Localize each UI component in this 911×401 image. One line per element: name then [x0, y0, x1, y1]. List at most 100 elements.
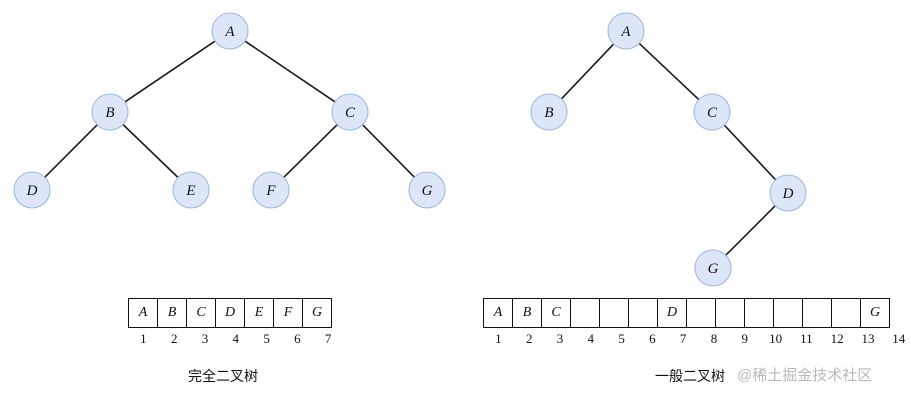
node-circle-right-a	[607, 12, 645, 50]
tree-node-left-d[interactable]: D	[13, 171, 51, 209]
node-circle-left-a	[211, 12, 249, 50]
tree-edge-left-b-e	[122, 123, 179, 179]
array-index-right-3: 3	[556, 331, 564, 346]
array-index-right-9: 9	[741, 331, 749, 346]
tree-edge-left-b-d	[44, 124, 98, 178]
tree-edge-left-a-b	[124, 40, 216, 103]
array-cell-right-12[interactable]	[802, 298, 832, 328]
node-label-left-d: D	[26, 183, 38, 199]
array-cell-right-1[interactable]: A	[483, 298, 513, 328]
node-label-right-a: A	[620, 24, 631, 40]
tree-node-left-a[interactable]: A	[211, 12, 249, 50]
array-cell-right-11[interactable]	[773, 298, 803, 328]
array-cell-right-2[interactable]: B	[512, 298, 542, 328]
right-diagram-caption: 一般二叉树	[655, 368, 725, 384]
tree-edge-left-c-f	[283, 124, 338, 178]
tree-node-right-d[interactable]: D	[769, 174, 807, 212]
tree-edge-right-d-g	[725, 205, 776, 256]
node-circle-left-g	[408, 171, 446, 209]
array-index-left-6: 6	[294, 331, 301, 346]
array-index-right-7: 7	[679, 331, 687, 346]
tree-node-left-c[interactable]: C	[331, 93, 369, 131]
node-label-right-b: B	[544, 105, 553, 121]
array-cell-right-9[interactable]	[715, 298, 745, 328]
array-index-left-1: 1	[140, 331, 147, 346]
watermark-text: @稀土掘金技术社区	[737, 367, 873, 384]
array-cell-left-2[interactable]: B	[157, 298, 187, 328]
array-index-right-12: 12	[830, 331, 844, 346]
array-index-right-14: 14	[892, 331, 906, 346]
tree-node-right-c[interactable]: C	[693, 93, 731, 131]
node-label-left-c: C	[345, 105, 356, 121]
array-cell-right-13[interactable]	[831, 298, 861, 328]
tree-node-left-g[interactable]: G	[408, 171, 446, 209]
tree-node-left-b[interactable]: B	[91, 93, 129, 131]
node-circle-right-g	[694, 249, 732, 287]
node-circle-left-d	[13, 171, 51, 209]
left-diagram-caption: 完全二叉树	[188, 368, 258, 384]
array-cell-right-10[interactable]	[744, 298, 774, 328]
array-cell-left-4[interactable]: D	[215, 298, 245, 328]
array-cell-left-6[interactable]: F	[273, 298, 303, 328]
node-circle-left-b	[91, 93, 129, 131]
node-label-left-b: B	[105, 105, 114, 121]
array-index-right-6: 6	[649, 331, 656, 346]
array-index-right-4: 4	[587, 331, 595, 346]
node-circle-right-d	[769, 174, 807, 212]
array-cell-left-5[interactable]: E	[244, 298, 274, 328]
node-label-left-e: E	[185, 183, 195, 199]
tree-edge-right-a-b	[560, 43, 615, 100]
tree-node-right-b[interactable]: B	[530, 93, 568, 131]
array-cell-left-1[interactable]: A	[128, 298, 158, 328]
node-circle-right-c	[693, 93, 731, 131]
array-index-right-5: 5	[618, 331, 625, 346]
node-circle-left-f	[252, 171, 290, 209]
left-tree-nodes: A B C D E F G	[13, 12, 446, 209]
node-circle-left-c	[331, 93, 369, 131]
left-tree-edges	[44, 40, 415, 179]
array-cell-right-5[interactable]	[599, 298, 629, 328]
array-index-left-5: 5	[263, 331, 270, 346]
tree-node-right-g[interactable]: G	[694, 249, 732, 287]
array-cell-right-6[interactable]	[628, 298, 658, 328]
array-cell-right-8[interactable]	[686, 298, 716, 328]
array-index-right-8: 8	[710, 331, 718, 346]
tree-node-left-e[interactable]: E	[172, 171, 210, 209]
tree-edge-right-c-d	[723, 124, 777, 181]
array-index-left-4: 4	[232, 331, 240, 346]
array-index-right-2: 2	[525, 331, 533, 346]
tree-node-right-a[interactable]: A	[607, 12, 645, 50]
array-index-right-1: 1	[495, 331, 502, 346]
array-index-left-3: 3	[201, 331, 209, 346]
node-label-left-a: A	[224, 24, 235, 40]
array-cell-right-3[interactable]: C	[541, 298, 571, 328]
array-index-right-10: 10	[769, 331, 783, 346]
node-label-right-g: G	[708, 261, 719, 277]
tree-edge-left-a-c	[244, 40, 336, 103]
right-tree-nodes: A B C D G	[530, 12, 807, 287]
node-circle-left-e	[172, 171, 210, 209]
array-index-left-2: 2	[170, 331, 178, 346]
array-cell-right-7[interactable]: D	[657, 298, 687, 328]
array-index-right-11: 11	[800, 331, 813, 346]
right-tree-edges	[560, 42, 777, 256]
node-circle-right-b	[530, 93, 568, 131]
array-cell-right-4[interactable]	[570, 298, 600, 328]
tree-edge-left-c-g	[362, 124, 415, 178]
array-cell-left-3[interactable]: C	[186, 298, 216, 328]
array-cell-right-14[interactable]: G	[860, 298, 890, 328]
array-cell-left-7[interactable]: G	[302, 298, 332, 328]
node-label-left-g: G	[422, 183, 433, 199]
array-index-right-13: 13	[861, 331, 875, 346]
node-label-right-d: D	[782, 186, 794, 202]
tree-node-left-f[interactable]: F	[252, 171, 290, 209]
node-label-left-f: F	[265, 183, 276, 199]
